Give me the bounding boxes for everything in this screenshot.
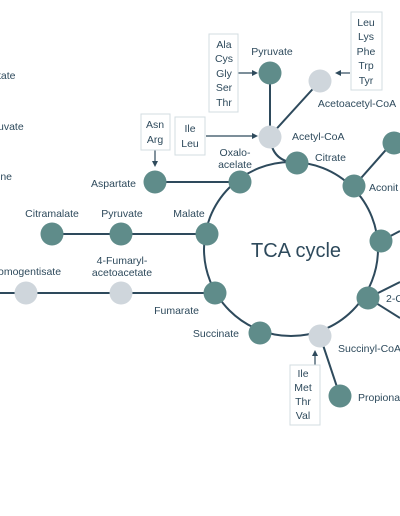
label-succinate: Succinate bbox=[193, 328, 239, 340]
amino-ala: Ala bbox=[216, 39, 231, 51]
amino-val: Val bbox=[296, 410, 310, 422]
amino-ile: Ile bbox=[184, 123, 195, 135]
label-fumarylacetoacetate-2: acetoacetate bbox=[92, 267, 152, 279]
node-acetyl-coa bbox=[258, 125, 282, 149]
node-homogentisate bbox=[14, 281, 38, 305]
arrow-to-aspartate bbox=[152, 150, 158, 167]
amino-box-glucogenic: Ala Cys Gly Ser Thr bbox=[208, 33, 239, 113]
label-aconit: Aconit bbox=[369, 182, 398, 194]
amino-arg: Arg bbox=[147, 134, 164, 146]
node-citramalate bbox=[40, 222, 64, 246]
amino-box-ketogenic: Leu Lys Phe Trp Tyr bbox=[350, 11, 383, 91]
label-oxoglutarate: 2-O bbox=[386, 293, 400, 305]
label-left-uvate: uvate bbox=[0, 121, 24, 133]
amino-phe: Phe bbox=[357, 46, 376, 58]
amino-asn: Asn bbox=[146, 119, 164, 131]
node-propionyl bbox=[328, 384, 352, 408]
amino-gly: Gly bbox=[216, 68, 233, 80]
node-citrate bbox=[285, 151, 309, 175]
amino-box-aspartate: Asn Arg bbox=[140, 113, 171, 151]
node-succinate bbox=[248, 321, 272, 345]
amino-thr-2: Thr bbox=[295, 396, 311, 408]
node-aspartate bbox=[143, 170, 167, 194]
label-pyruvate-top: Pyruvate bbox=[251, 46, 293, 58]
node-oxaloacetate bbox=[228, 170, 252, 194]
amino-leu: Leu bbox=[357, 17, 375, 29]
label-oxaloacetate-1: Oxalo- bbox=[220, 147, 251, 159]
node-oxoglutarate bbox=[356, 286, 380, 310]
node-fumarate bbox=[203, 281, 227, 305]
node-acetoacetyl-coa bbox=[308, 69, 332, 93]
node-succinyl-coa bbox=[308, 324, 332, 348]
node-pyruvate-top bbox=[258, 61, 282, 85]
label-aspartate: Aspartate bbox=[91, 178, 136, 190]
label-citramalate: Citramalate bbox=[25, 208, 79, 220]
amino-box-succinylcoa: Ile Met Thr Val bbox=[289, 364, 321, 426]
label-acetyl-coa: Acetyl-CoA bbox=[292, 131, 345, 143]
arrow-glucogenic-to-pyruvate bbox=[238, 70, 258, 76]
label-fumarate: Fumarate bbox=[154, 305, 199, 317]
label-malate: Malate bbox=[173, 208, 205, 220]
node-isocitrate bbox=[369, 229, 393, 253]
amino-lys: Lys bbox=[358, 31, 374, 43]
label-pyruvate-mid: Pyruvate bbox=[101, 208, 143, 220]
line-acetoacetyl-acetylcoa bbox=[269, 80, 321, 137]
label-left-tate: tate bbox=[0, 70, 16, 82]
label-propionyl: Propiona bbox=[358, 392, 400, 404]
node-aconitate bbox=[342, 174, 366, 198]
amino-ser: Ser bbox=[216, 82, 233, 94]
amino-tyr: Tyr bbox=[359, 75, 374, 87]
label-oxaloacetate-2: acelate bbox=[218, 159, 252, 171]
amino-thr: Thr bbox=[216, 97, 232, 109]
label-acetoacetyl-coa: Acetoacetyl-CoA bbox=[318, 98, 396, 110]
amino-met: Met bbox=[294, 382, 312, 394]
label-succinyl-coa: Succinyl-CoA bbox=[338, 343, 400, 355]
label-fumarylacetoacetate-1: 4-Fumaryl- bbox=[97, 255, 148, 267]
amino-cys: Cys bbox=[215, 53, 233, 65]
cycle-title: TCA cycle bbox=[251, 240, 341, 262]
node-malate bbox=[195, 222, 219, 246]
node-offscreen-top-right bbox=[382, 131, 400, 155]
amino-box-acetylcoa: Ile Leu bbox=[174, 116, 206, 156]
amino-leu-2: Leu bbox=[181, 138, 199, 150]
node-fumarylacetoacetate bbox=[109, 281, 133, 305]
amino-trp: Trp bbox=[358, 60, 374, 72]
arrow-ketogenic-to-acetoacetyl bbox=[335, 70, 350, 76]
label-homogentisate: omogentisate bbox=[0, 266, 61, 278]
node-pyruvate-mid bbox=[109, 222, 133, 246]
arrow-to-succinylcoa bbox=[312, 350, 318, 365]
amino-ile-2: Ile bbox=[297, 368, 308, 380]
label-citrate: Citrate bbox=[315, 152, 346, 164]
arrow-to-acetylcoa bbox=[206, 133, 258, 139]
label-left-ine: ine bbox=[0, 171, 12, 183]
